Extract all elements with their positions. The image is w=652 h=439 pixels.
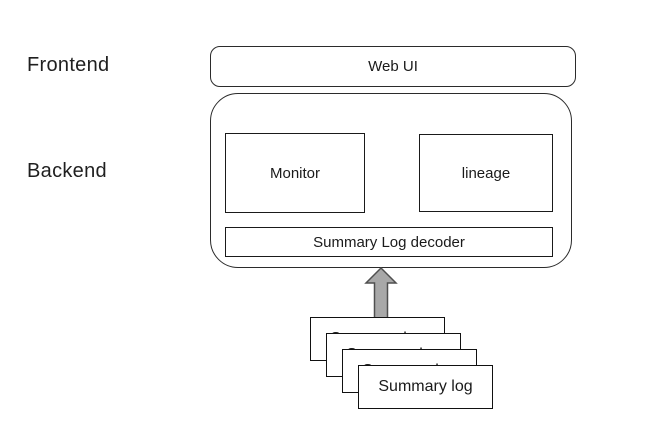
summary-log-decoder-box: Summary Log decoder (225, 227, 553, 257)
summary-log-label: Summary log (378, 378, 473, 395)
monitor-label: Monitor (269, 164, 321, 182)
up-arrow-shape (364, 266, 398, 320)
web-ui-box: Web UI (210, 46, 576, 87)
summary-log-decoder-label: Summary Log decoder (313, 233, 465, 251)
summary-log-card-front: Summary log (358, 365, 493, 409)
lineage-label: lineage (461, 164, 511, 182)
lineage-box: lineage (419, 134, 553, 212)
web-ui-label: Web UI (368, 58, 418, 75)
monitor-box: Monitor (225, 133, 365, 213)
frontend-row-label: Frontend (27, 54, 110, 76)
up-arrow-icon (364, 266, 398, 320)
backend-row-label: Backend (27, 160, 107, 182)
